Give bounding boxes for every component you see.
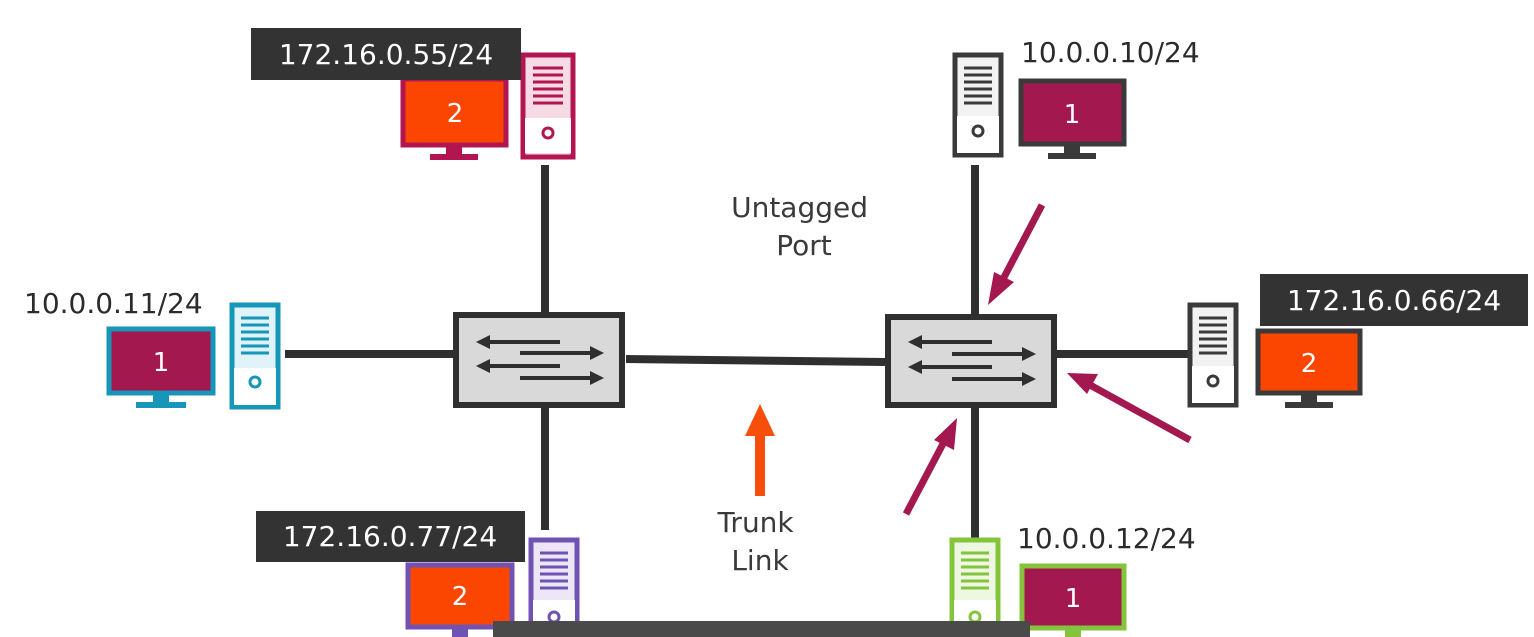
ip-label-bottom-left: 172.16.0.77/24 (283, 520, 497, 553)
trunk-link-line-1: Trunk (716, 506, 794, 539)
callout-arrow-bottom-icon (902, 418, 957, 516)
ip-label-box-bottom-left (256, 511, 525, 562)
callout-arrow-right-icon (1067, 373, 1192, 444)
connections (285, 165, 1188, 540)
ip-label-top-left: 172.16.0.55/24 (279, 38, 493, 71)
trunk-arrow-icon (745, 404, 775, 496)
switch-right-icon (885, 314, 1057, 408)
untagged-port-line-2: Port (776, 229, 832, 262)
switch-left-icon (453, 312, 625, 408)
vlan-badge-right: 2 (1301, 349, 1318, 379)
workstation-bottom-left-icon (405, 537, 580, 637)
trunk-link-line-2: Link (731, 544, 789, 577)
callout-arrow-top-icon (988, 203, 1046, 305)
workstation-bottom-right-icon (949, 537, 1127, 637)
ip-label-right: 172.16.0.66/24 (1287, 284, 1501, 317)
untagged-port-caption: Untagged Port (731, 191, 877, 262)
untagged-port-line-1: Untagged (731, 191, 868, 224)
vlan-badge-top-right: 1 (1064, 100, 1081, 130)
vlan-badge-top-left: 2 (447, 99, 464, 129)
trunk-link-caption: Trunk Link (716, 506, 802, 577)
ip-label-box-top-left (251, 28, 521, 80)
workstation-right-icon (1187, 302, 1363, 408)
ip-label-left: 10.0.0.11/24 (24, 287, 203, 320)
video-caption-bar (493, 621, 1030, 637)
ip-label-top-right: 10.0.0.10/24 (1021, 36, 1200, 69)
vlan-badge-bottom-right: 1 (1065, 584, 1082, 614)
workstation-top-left-icon (400, 52, 576, 160)
callout-arrow-icon (902, 203, 1192, 516)
vlan-badge-left: 1 (153, 348, 170, 378)
vlan-badge-bottom-left: 2 (452, 582, 469, 612)
trunk-link-line (625, 355, 886, 366)
ip-label-box-right (1260, 274, 1528, 326)
ip-label-bottom-right: 10.0.0.12/24 (1017, 522, 1196, 555)
workstation-top-right-icon (952, 52, 1127, 159)
workstation-left-icon (106, 302, 281, 410)
